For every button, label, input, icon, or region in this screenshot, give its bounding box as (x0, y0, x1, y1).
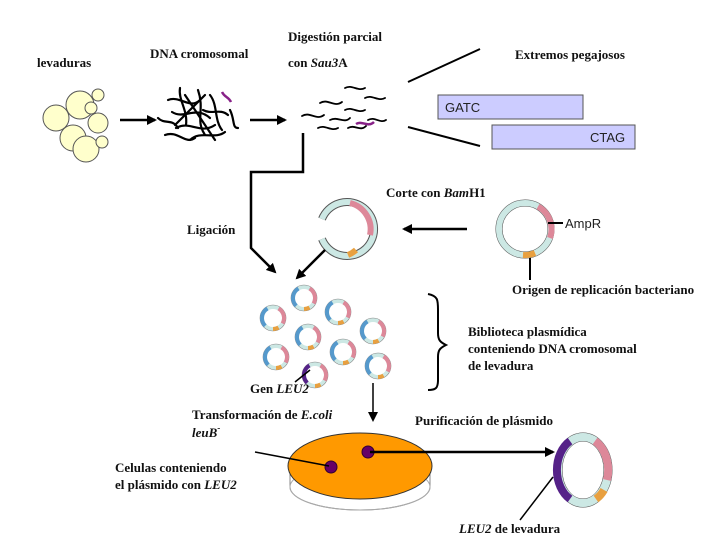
library-label-line1: Biblioteca plasmídica (468, 324, 587, 339)
ampr-label: AmpR (565, 216, 601, 231)
gene-label: Gen LEU2 (250, 381, 309, 396)
library-plasmid (259, 304, 287, 332)
final-gene-label: LEU2 de levadura (458, 521, 561, 536)
digested-fragments (301, 85, 387, 131)
yeast-cells (42, 88, 109, 163)
leu2-fragment-digest (355, 121, 375, 126)
petri-dish (287, 432, 433, 511)
leu2-fragment-dna (220, 91, 233, 103)
chromosomal-dna-tangle (156, 86, 240, 142)
origin-segment (522, 250, 537, 259)
bottom-strand-sequence: CTAG (590, 130, 625, 145)
vector-plasmid (495, 199, 555, 259)
arrow-fragments-to-ligation (249, 133, 305, 274)
arrow-vector-to-library (295, 249, 326, 280)
ampr-segment (536, 203, 555, 240)
yeast-label: levaduras (37, 55, 91, 70)
cells-pointer (254, 451, 330, 467)
gene-pointer (294, 369, 311, 383)
top-strand-sequence: GATC (445, 100, 480, 115)
transformation-strain-label: leuB- (192, 423, 220, 440)
partial-digest-enzyme-label: con Sau3A (288, 55, 348, 70)
bottom-strand (491, 124, 636, 150)
leu2-insert-segment (552, 437, 573, 503)
sticky-zoom-line-bottom (407, 126, 481, 147)
final-ampr-segment (592, 437, 613, 481)
top-strand (437, 94, 584, 120)
transformation-label: Transformación de E.coli (192, 407, 333, 422)
library-plasmid (324, 298, 352, 326)
plasmid-library (259, 284, 392, 389)
cut-enzyme-label: Corte con BamH1 (386, 185, 486, 200)
linearized-vector (318, 198, 378, 260)
colony-leu2 (324, 460, 338, 474)
final-gene-pointer (519, 476, 554, 521)
ligation-label: Ligación (187, 222, 236, 237)
library-brace (427, 293, 449, 391)
partial-digest-label: Digestión parcial (288, 29, 382, 44)
library-plasmid (290, 284, 318, 312)
library-plasmid (329, 338, 357, 366)
origin-label: Origen de replicación bacteriano (512, 282, 694, 297)
library-plasmid (359, 317, 387, 345)
cells-label-line1: Celulas conteniendo (115, 460, 227, 475)
recombinant-plasmid (552, 432, 613, 508)
library-plasmid (364, 352, 392, 380)
chromosomal-dna-label: DNA cromosomal (150, 46, 249, 61)
library-plasmid (262, 343, 290, 371)
cells-label-line2: el plásmido con LEU2 (115, 477, 237, 492)
library-plasmid (294, 323, 322, 351)
sticky-ends-label: Extremos pegajosos (515, 47, 625, 62)
purification-label: Purificación de plásmido (415, 413, 553, 428)
final-origin-segment (593, 487, 608, 503)
library-label-line3: de levadura (468, 358, 534, 373)
sticky-zoom-line-top (407, 48, 481, 83)
library-label-line2: conteniendo DNA cromosomal (468, 341, 637, 356)
